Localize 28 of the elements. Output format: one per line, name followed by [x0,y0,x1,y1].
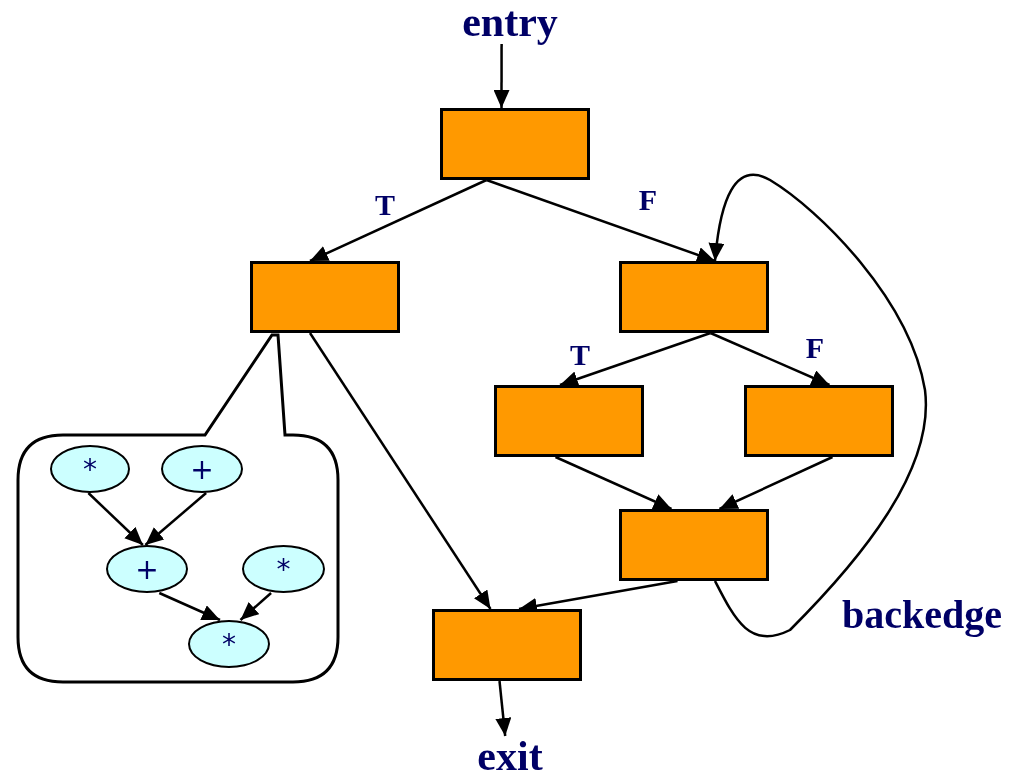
arrow [710,331,830,387]
arrow [158,591,221,622]
operation-ellipse: + [106,545,188,593]
arrow [486,178,716,263]
arrow [708,174,927,638]
arrow [239,592,272,621]
operation-ellipse: * [242,545,325,593]
basic-block [494,385,644,457]
terminal-label: exit [450,736,570,778]
operation-ellipse: + [161,445,243,493]
arrow [87,492,144,546]
arrow [493,44,510,108]
arrow [555,455,672,511]
terminal-label: entry [450,2,570,44]
arrow [308,332,492,610]
arrow [495,680,512,737]
arrow [309,178,488,263]
arrow [718,455,834,511]
arrow [559,331,711,387]
operation-ellipse: * [50,445,130,493]
operation-ellipse: * [188,620,270,668]
basic-block [619,261,769,333]
basic-block [250,261,400,333]
arrow [144,492,207,546]
basic-block [440,108,590,180]
basic-block [619,509,769,581]
basic-block [744,385,894,457]
basic-block [432,609,582,681]
